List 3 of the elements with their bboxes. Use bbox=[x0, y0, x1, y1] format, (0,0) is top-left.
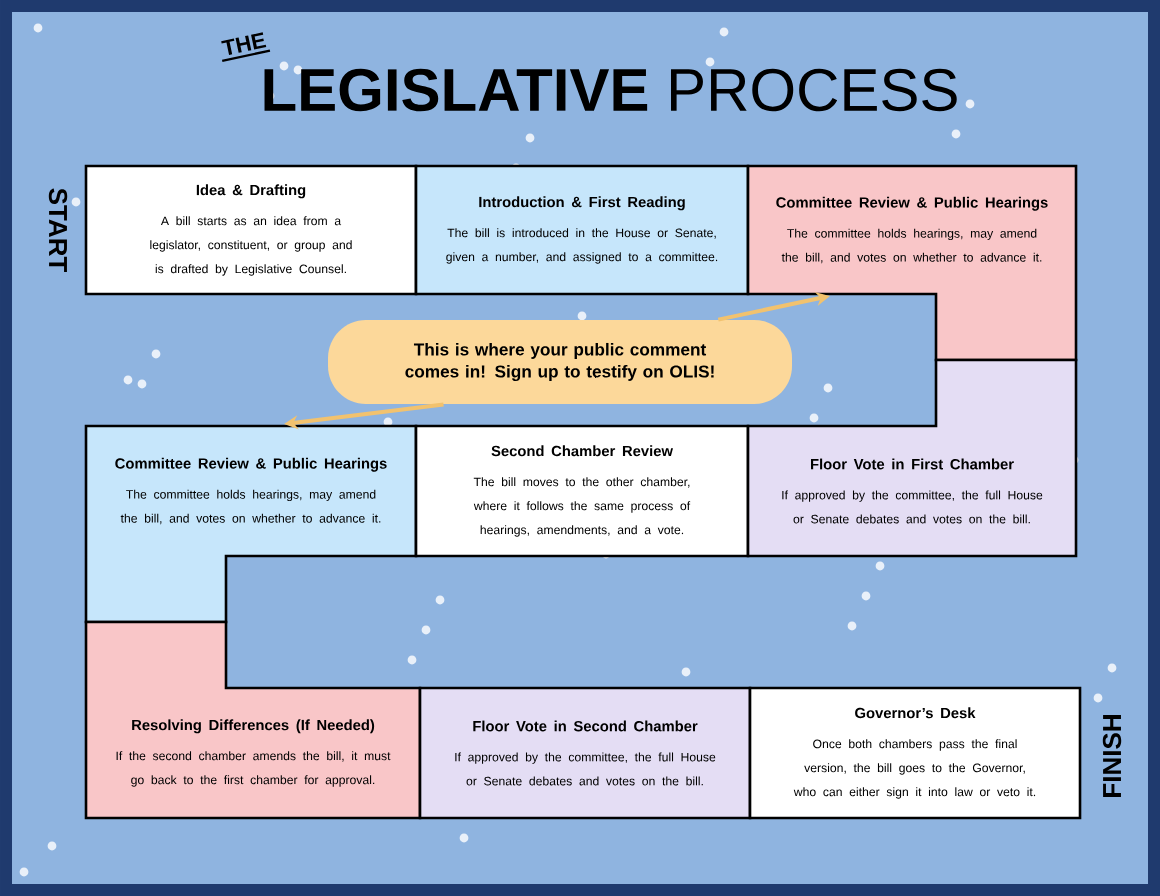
title-word: THE bbox=[221, 32, 267, 55]
title: LEGISLATIVE PROCESS bbox=[264, 68, 957, 112]
callout-bubble: This is where your public comment comes in! Sign up to testify on OLIS! bbox=[328, 320, 792, 404]
